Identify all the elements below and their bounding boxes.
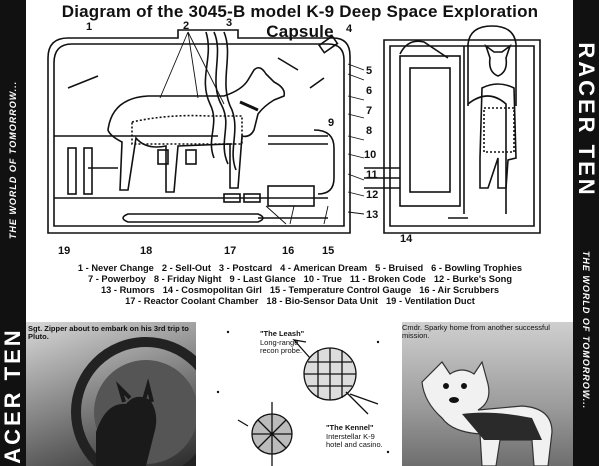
legend-item: 14 - Cosmopolitan Girl — [162, 285, 262, 295]
left-side-band: RACER TEN THE WORLD OF TOMORROW... — [0, 0, 26, 466]
callout-7: 7 — [366, 105, 372, 117]
legend-item: 5 - Bruised — [375, 263, 424, 273]
callout-2: 2 — [183, 20, 189, 32]
leash-caption-line1: Long-range — [260, 338, 299, 347]
legend-row-4: 17 - Reactor Coolant Chamber 18 - Bio-Se… — [40, 296, 560, 307]
track-legend: 1 - Never Change 2 - Sell-Out 3 - Postca… — [40, 263, 560, 307]
callout-5: 5 — [366, 65, 372, 77]
callout-6: 6 — [366, 85, 372, 97]
legend-item: 18 - Bio-Sensor Data Unit — [266, 296, 379, 306]
callout-3: 3 — [226, 18, 232, 29]
legend-row-1: 1 - Never Change 2 - Sell-Out 3 - Postca… — [40, 263, 560, 274]
caption-sgt-zipper: Sgt. Zipper about to embark on his 3rd t… — [28, 324, 189, 341]
legend-item: 17 - Reactor Coolant Chamber — [125, 296, 259, 306]
legend-row-2: 7 - Powerboy 8 - Friday Night 9 - Last G… — [40, 274, 560, 285]
callout-18: 18 — [140, 245, 152, 257]
callout-4: 4 — [346, 23, 353, 35]
legend-row-3: 13 - Rumors 14 - Cosmopolitan Girl 15 - … — [40, 285, 560, 296]
legend-item: 12 - Burke's Song — [433, 274, 513, 284]
right-side-band: RACER TEN THE WORLD OF TOMORROW... — [573, 0, 599, 466]
photo-cmdr-sparky — [402, 322, 573, 466]
callout-19: 19 — [58, 245, 70, 257]
legend-item: 16 - Air Scrubbers — [419, 285, 500, 295]
kennel-caption-title: "The Kennel" — [326, 423, 374, 432]
leash-caption-title: "The Leash" — [260, 329, 305, 338]
callout-16: 16 — [282, 245, 294, 257]
callout-11: 11 — [366, 169, 378, 181]
callout-8: 8 — [366, 125, 372, 137]
legend-item: 2 - Sell-Out — [161, 263, 211, 273]
legend-item: 19 - Ventilation Duct — [386, 296, 475, 306]
legend-item: 10 - True — [303, 274, 342, 284]
capsule-schematic: 1 2 3 4 5 6 7 8 10 9 11 12 13 14 15 16 1… — [47, 18, 541, 257]
left-brand-text: RACER TEN — [0, 327, 25, 466]
legend-item: 11 - Broken Code — [349, 274, 426, 284]
legend-item: 15 - Temperature Control Gauge — [269, 285, 412, 295]
legend-item: 1 - Never Change — [77, 263, 154, 273]
kennel-caption-line1: Interstellar K-9 — [326, 432, 375, 441]
callout-14: 14 — [400, 233, 413, 245]
legend-item: 3 - Postcard — [218, 263, 273, 273]
caption-cmdr-sparky: Cmdr. Sparky home from another successfu… — [402, 323, 550, 340]
diagram-title: Diagram of the 3045-B model K-9 Deep Spa… — [61, 2, 539, 41]
space-art-panel — [198, 322, 398, 466]
right-brand-text: RACER TEN — [574, 42, 599, 198]
callout-15: 15 — [322, 245, 334, 257]
space-station-icon — [237, 402, 293, 466]
dog-silhouette-icon — [71, 337, 196, 466]
right-tagline-text: THE WORLD OF TOMORROW... — [581, 250, 591, 410]
photo-sgt-zipper — [26, 322, 196, 466]
callout-9: 9 — [328, 117, 334, 129]
legend-item: 13 - Rumors — [100, 285, 155, 295]
callout-12: 12 — [366, 189, 378, 201]
left-tagline-text: THE WORLD OF TOMORROW... — [8, 80, 18, 240]
legend-item: 6 - Bowling Trophies — [431, 263, 523, 273]
dog-silhouette-icon — [421, 360, 553, 466]
legend-item: 9 - Last Glance — [229, 274, 296, 284]
legend-item: 7 - Powerboy — [87, 274, 146, 284]
legend-item: 4 - American Dream — [280, 263, 368, 273]
kennel-caption-line2: hotel and casino. — [326, 440, 383, 449]
legend-item: 8 - Friday Night — [153, 274, 222, 284]
leash-caption-line2: recon probe. — [260, 346, 303, 355]
callout-10: 10 — [364, 149, 376, 161]
photo-strip: Sgt. Zipper about to embark on his 3rd t… — [26, 322, 573, 466]
space-probe-icon — [292, 339, 379, 415]
callout-17: 17 — [224, 245, 236, 257]
callout-1: 1 — [86, 21, 92, 33]
callout-13: 13 — [366, 209, 378, 221]
